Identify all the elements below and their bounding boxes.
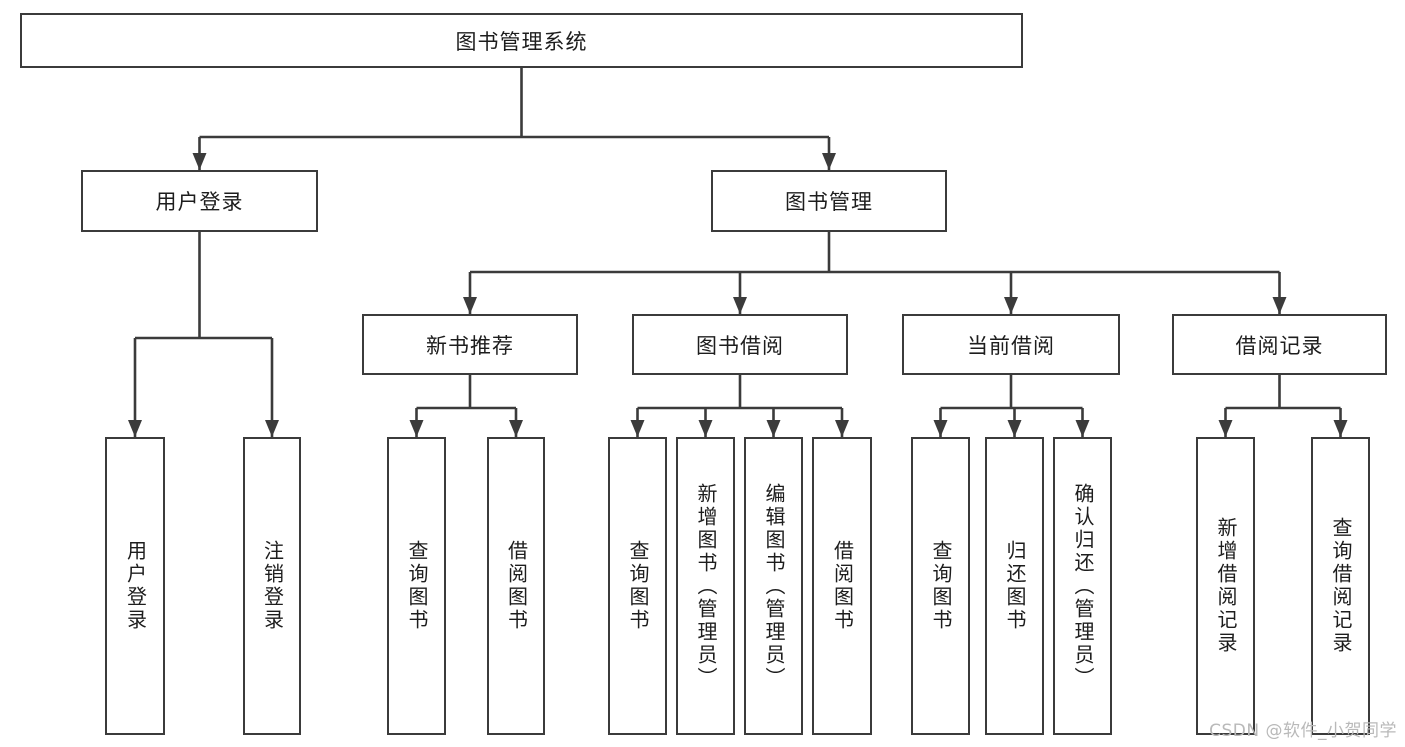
node-l2-book-mgmt[interactable]: 图书管理 xyxy=(711,170,947,232)
node-label: 注销登录 xyxy=(260,540,285,632)
node-leaf-return-book[interactable]: 归还图书 xyxy=(985,437,1044,735)
node-label: 查询借阅记录 xyxy=(1329,517,1353,655)
node-label: 查询图书 xyxy=(405,540,429,632)
arrowhead-icon xyxy=(835,420,849,437)
node-label: 用户登录 xyxy=(155,190,244,214)
node-l3-book-borrow[interactable]: 图书借阅 xyxy=(632,314,848,375)
node-label: 用户登录 xyxy=(123,540,148,632)
arrowhead-icon xyxy=(933,420,948,437)
node-label: 图书借阅 xyxy=(696,333,784,358)
node-leaf-user-login[interactable]: 用户登录 xyxy=(105,437,165,735)
node-label: 查询图书 xyxy=(626,540,650,632)
node-label: 新增借阅记录 xyxy=(1214,517,1238,655)
node-l3-current-borrow[interactable]: 当前借阅 xyxy=(902,314,1120,375)
arrowhead-icon xyxy=(1075,420,1090,437)
node-label: 归还图书 xyxy=(1003,540,1027,632)
node-label: 借阅记录 xyxy=(1235,333,1324,358)
node-leaf-borrow-book-2[interactable]: 借阅图书 xyxy=(812,437,872,735)
arrowhead-icon xyxy=(509,420,523,437)
arrowhead-icon xyxy=(630,420,645,437)
node-leaf-confirm-return[interactable]: 确认归还（管理员） xyxy=(1053,437,1112,735)
node-l2-user-login[interactable]: 用户登录 xyxy=(81,170,318,232)
node-leaf-add-record[interactable]: 新增借阅记录 xyxy=(1196,437,1255,735)
watermark: CSDN @软件_小贺同学 xyxy=(1209,721,1397,741)
node-leaf-edit-book[interactable]: 编辑图书（管理员） xyxy=(744,437,803,735)
node-label: 确认归还（管理员） xyxy=(1071,482,1095,690)
arrowhead-icon xyxy=(128,420,142,437)
node-label: 借阅图书 xyxy=(830,540,855,632)
arrowhead-icon xyxy=(463,297,477,314)
node-label: 图书管理系统 xyxy=(455,29,588,54)
arrowhead-icon xyxy=(822,153,836,170)
node-label: 编辑图书（管理员） xyxy=(762,482,786,690)
node-label: 新书推荐 xyxy=(426,333,514,358)
arrowhead-icon xyxy=(1333,420,1348,437)
node-leaf-query-record[interactable]: 查询借阅记录 xyxy=(1311,437,1370,735)
arrowhead-icon xyxy=(192,153,207,170)
arrowhead-icon xyxy=(409,420,424,437)
arrowhead-icon xyxy=(698,420,713,437)
node-l3-borrow-record[interactable]: 借阅记录 xyxy=(1172,314,1387,375)
node-l3-new-book-rec[interactable]: 新书推荐 xyxy=(362,314,578,375)
arrowhead-icon xyxy=(1272,297,1287,314)
node-label: 图书管理 xyxy=(785,190,873,214)
arrowhead-icon xyxy=(766,420,781,437)
arrowhead-icon xyxy=(1218,420,1233,437)
node-label: 查询图书 xyxy=(929,540,953,632)
node-label: 借阅图书 xyxy=(504,540,529,632)
node-leaf-query-book-1[interactable]: 查询图书 xyxy=(387,437,446,735)
arrowhead-icon xyxy=(1007,420,1022,437)
arrowhead-icon xyxy=(265,420,279,437)
node-leaf-query-book-3[interactable]: 查询图书 xyxy=(911,437,970,735)
arrowhead-icon xyxy=(1004,297,1018,314)
node-label: 新增图书（管理员） xyxy=(694,482,718,690)
node-leaf-query-book-2[interactable]: 查询图书 xyxy=(608,437,667,735)
arrowhead-icon xyxy=(733,297,747,314)
node-leaf-borrow-book-1[interactable]: 借阅图书 xyxy=(487,437,545,735)
node-label: 当前借阅 xyxy=(967,333,1055,358)
node-root[interactable]: 图书管理系统 xyxy=(20,13,1023,68)
node-leaf-add-book[interactable]: 新增图书（管理员） xyxy=(676,437,735,735)
node-leaf-logout[interactable]: 注销登录 xyxy=(243,437,301,735)
